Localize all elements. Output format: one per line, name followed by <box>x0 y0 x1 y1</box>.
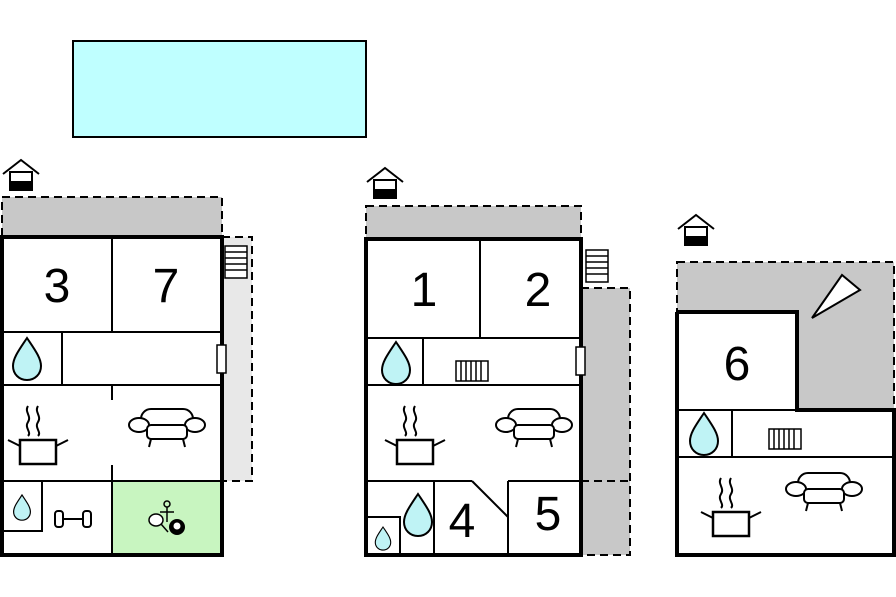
table-tennis-icon <box>148 500 174 533</box>
radiator-icon <box>768 428 802 450</box>
room-number-1: 1 <box>411 264 438 317</box>
window-icon <box>216 344 227 374</box>
pool <box>72 40 367 138</box>
building-left: 3 7 <box>0 159 253 557</box>
building-right: 6 <box>675 214 896 557</box>
stairs-icon <box>224 245 248 279</box>
cooking-pot-icon <box>6 404 70 466</box>
building-right-outline <box>675 310 896 557</box>
water-drop-icon <box>381 341 411 385</box>
water-drop-icon <box>403 493 433 537</box>
water-drop-icon <box>374 526 392 551</box>
dumbbell-icon <box>54 510 92 528</box>
terrace-left <box>1 196 223 238</box>
house-entrance-icon <box>2 159 40 191</box>
triangle-terrace-icon <box>811 273 862 319</box>
building-middle-outline <box>364 237 583 557</box>
room-number-2: 2 <box>525 264 552 317</box>
water-drop-icon <box>12 494 31 521</box>
radiator-icon <box>455 360 489 382</box>
room-number-7: 7 <box>153 260 180 313</box>
room-number-5: 5 <box>535 488 562 541</box>
room-number-3: 3 <box>44 260 71 313</box>
building-middle: 1 2 4 5 <box>364 167 631 557</box>
stairs-icon <box>585 249 609 283</box>
billiard-ball-icon <box>169 519 185 535</box>
terrace-middle-side <box>580 287 631 556</box>
house-entrance-icon <box>366 167 404 199</box>
water-drop-icon <box>12 337 42 381</box>
cooking-pot-icon <box>383 404 447 466</box>
sofa-icon <box>495 408 573 448</box>
terrace-middle-top <box>365 205 582 240</box>
room-number-4: 4 <box>449 495 476 548</box>
sofa-icon <box>128 408 206 448</box>
room-number-6: 6 <box>724 338 751 391</box>
window-icon <box>575 346 586 376</box>
